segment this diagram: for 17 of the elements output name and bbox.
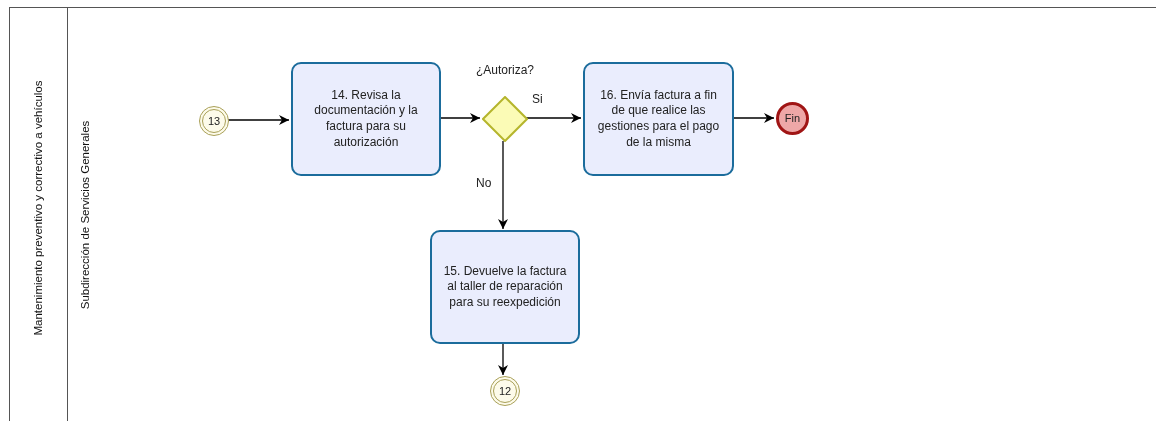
task-box: 14. Revisa la documentación y la factura para su autorización bbox=[291, 62, 441, 176]
end-event-circle: Fin bbox=[776, 102, 809, 135]
intermediate-event-circle: 12 bbox=[490, 376, 520, 406]
intermediate-event-circle: 13 bbox=[199, 106, 229, 136]
lane-label: Subdirección de Servicios Generales bbox=[79, 120, 91, 310]
arrow bbox=[498, 140, 508, 230]
arrow bbox=[438, 113, 481, 123]
edge-label: No bbox=[474, 176, 494, 190]
arrow bbox=[498, 342, 508, 376]
gateway-label: ¿Autoriza? bbox=[475, 63, 535, 79]
task-box: 16. Envía factura a fin de que realice las gestiones para el pago de la misma bbox=[583, 62, 734, 176]
arrow bbox=[731, 113, 775, 123]
arrow bbox=[226, 115, 290, 125]
edge-label: Si bbox=[530, 92, 545, 106]
pool-label: Mantenimiento preventivo y correctivo a vehículos bbox=[32, 80, 44, 336]
arrow bbox=[525, 113, 582, 123]
task-box: 15. Devuelve la factura al taller de reparación para su reexpedición bbox=[430, 230, 580, 344]
